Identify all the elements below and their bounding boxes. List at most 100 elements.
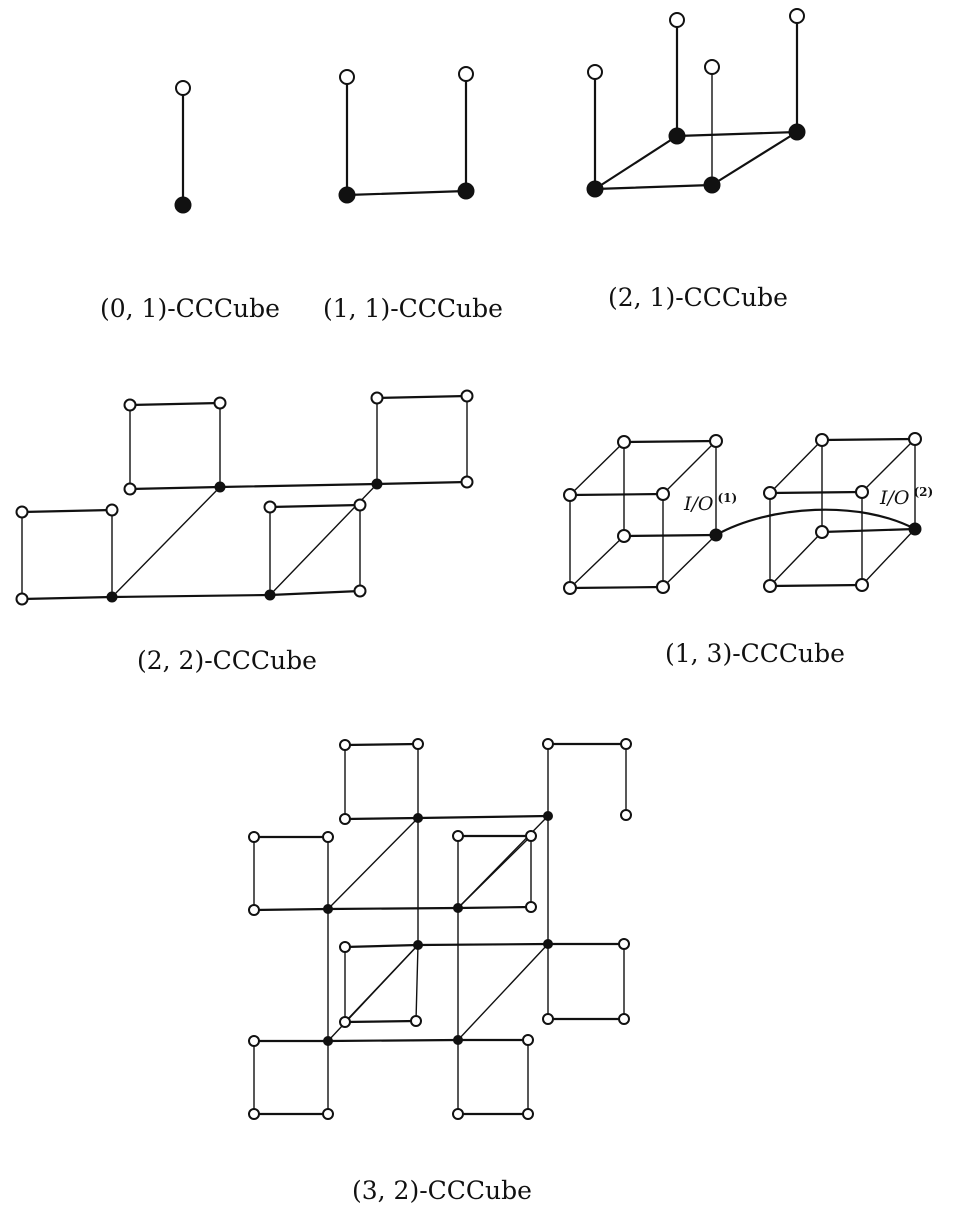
edge bbox=[416, 814, 550, 820]
cccube-1-3-label: (1, 3)-CCCube bbox=[665, 639, 845, 668]
edge bbox=[768, 583, 864, 588]
edge bbox=[861, 528, 916, 586]
edge bbox=[593, 134, 679, 191]
cccube-2-2-label: (2, 2)-CCCube bbox=[137, 646, 317, 675]
io-label-2: I/O (2) bbox=[879, 485, 933, 509]
io-node bbox=[618, 1013, 630, 1025]
edge bbox=[675, 130, 799, 138]
io-node bbox=[339, 69, 355, 85]
io-node bbox=[460, 475, 474, 489]
io-label-2-base: I/O bbox=[879, 487, 910, 509]
edge bbox=[568, 585, 665, 590]
io-node bbox=[353, 498, 367, 512]
io-node bbox=[563, 581, 577, 595]
processor-node bbox=[264, 589, 276, 601]
io-node bbox=[525, 901, 537, 913]
io-node bbox=[522, 1034, 534, 1046]
io-node bbox=[789, 8, 805, 24]
edge bbox=[456, 905, 533, 910]
cccube-3-2-figure bbox=[248, 738, 632, 1120]
edge bbox=[662, 440, 717, 495]
io-node bbox=[620, 809, 632, 821]
io-processor-node-1 bbox=[709, 528, 723, 542]
edge bbox=[343, 742, 420, 747]
processor-node bbox=[413, 940, 423, 950]
io-node bbox=[522, 1108, 534, 1120]
io-node bbox=[542, 738, 554, 750]
cccube-2-2-figure bbox=[15, 389, 474, 606]
edge bbox=[820, 527, 917, 534]
edge bbox=[343, 943, 420, 949]
processor-node bbox=[703, 176, 721, 194]
edge bbox=[20, 508, 114, 514]
edge bbox=[861, 438, 916, 493]
edge bbox=[111, 486, 221, 598]
processor-node bbox=[788, 123, 806, 141]
processor-node bbox=[371, 478, 383, 490]
edge bbox=[416, 942, 550, 947]
io-node bbox=[175, 80, 191, 96]
edge bbox=[769, 439, 823, 494]
io-node bbox=[452, 1108, 464, 1120]
processor-node bbox=[457, 182, 475, 200]
cccube-1-1-figure bbox=[338, 66, 475, 204]
io-node bbox=[587, 64, 603, 80]
io-node bbox=[709, 434, 723, 448]
edge bbox=[326, 906, 460, 911]
cccube-2-1-figure bbox=[586, 8, 806, 198]
io-node bbox=[248, 1108, 260, 1120]
edge bbox=[128, 485, 222, 491]
io-node bbox=[617, 529, 631, 543]
edge bbox=[569, 441, 625, 496]
io-node bbox=[213, 396, 227, 410]
io-node bbox=[339, 739, 351, 751]
edge bbox=[344, 944, 419, 1023]
io-node bbox=[525, 830, 537, 842]
edge bbox=[568, 492, 665, 497]
io-node bbox=[855, 578, 869, 592]
edge bbox=[343, 816, 420, 821]
io-node bbox=[460, 389, 474, 403]
edge bbox=[415, 944, 419, 1022]
edge bbox=[457, 943, 549, 1041]
processor-node bbox=[413, 813, 423, 823]
edge bbox=[268, 503, 362, 509]
io-node bbox=[618, 938, 630, 950]
processor-node bbox=[453, 1035, 463, 1045]
io-node bbox=[263, 500, 277, 514]
io-node bbox=[15, 505, 29, 519]
edge bbox=[345, 189, 468, 197]
io-label-1-base: I/O bbox=[683, 493, 714, 515]
edge bbox=[110, 593, 272, 599]
io-node bbox=[669, 12, 685, 28]
io-node bbox=[123, 482, 137, 496]
edge bbox=[622, 533, 718, 538]
edge bbox=[569, 535, 625, 589]
processor-node bbox=[214, 481, 226, 493]
io-node bbox=[542, 1013, 554, 1025]
edge bbox=[268, 589, 362, 597]
processor-node bbox=[586, 180, 604, 198]
processor-node bbox=[543, 939, 553, 949]
io-node bbox=[412, 738, 424, 750]
io-node bbox=[105, 503, 119, 517]
edge bbox=[252, 907, 330, 912]
cccube-0-1-label: (0, 1)-CCCube bbox=[100, 294, 280, 323]
io-node bbox=[322, 1108, 334, 1120]
processor-node bbox=[323, 1036, 333, 1046]
edge bbox=[326, 1038, 460, 1043]
processor-node bbox=[174, 196, 192, 214]
io-processor-node-2 bbox=[908, 522, 922, 536]
edge bbox=[343, 1019, 418, 1024]
edge bbox=[768, 490, 864, 495]
io-node bbox=[339, 1016, 351, 1028]
cccube-2-1-label: (2, 1)-CCCube bbox=[608, 283, 788, 312]
io-link-curve bbox=[714, 508, 917, 537]
edge bbox=[20, 595, 114, 601]
io-node bbox=[656, 487, 670, 501]
io-node bbox=[815, 433, 829, 447]
io-node bbox=[563, 488, 577, 502]
cccube-1-3-figure: I/O (1) I/O (2) bbox=[563, 432, 933, 595]
io-node bbox=[339, 813, 351, 825]
